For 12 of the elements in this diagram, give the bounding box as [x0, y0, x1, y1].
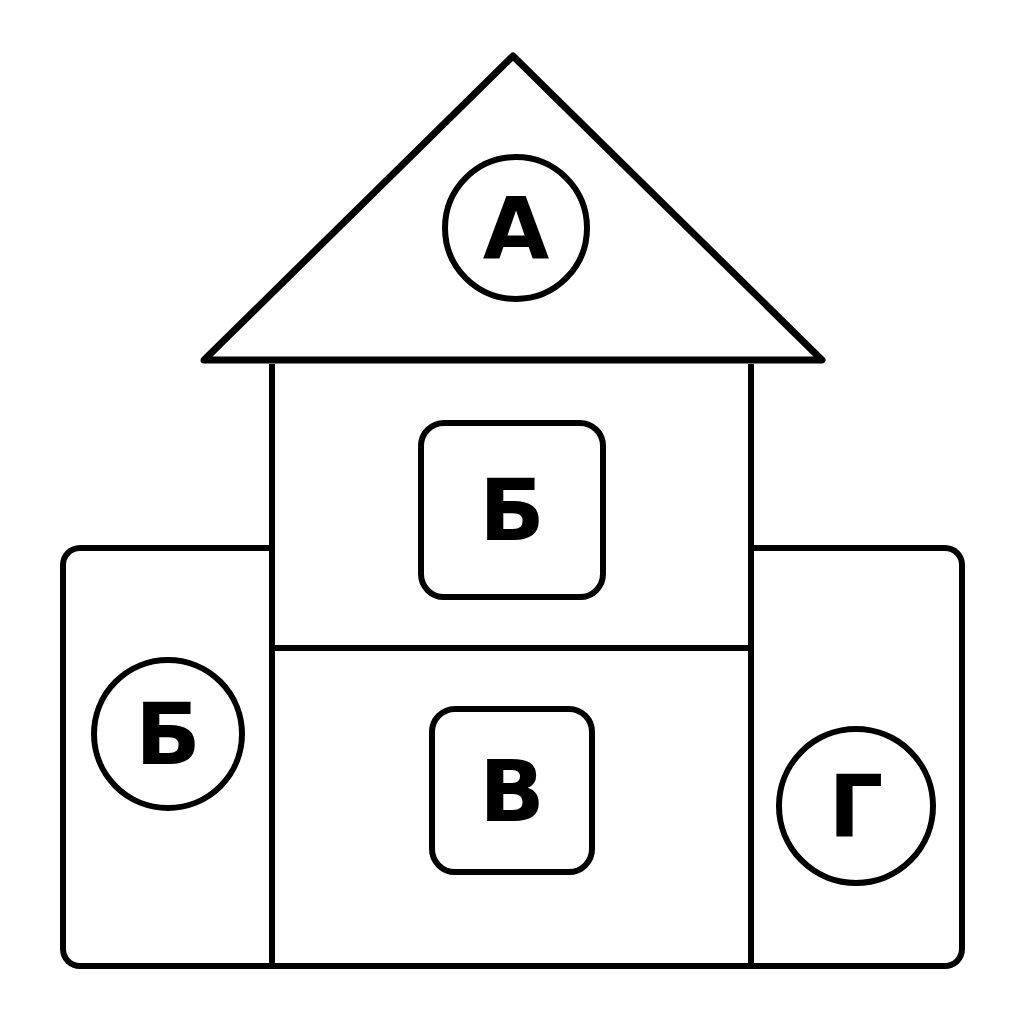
left-wing-section	[60, 545, 269, 969]
letter-label: Г	[828, 763, 884, 850]
letter-square	[429, 706, 595, 876]
roof-triangle	[200, 52, 826, 364]
right-wing-section	[754, 545, 965, 969]
upper-wall-section	[269, 364, 754, 651]
lower-wall-section	[269, 651, 754, 969]
letter-label: В	[479, 747, 545, 834]
letter-label: Б	[479, 467, 545, 554]
letter-label: Б	[135, 691, 201, 778]
letter-square	[418, 420, 606, 601]
letter-label: А	[482, 184, 550, 271]
